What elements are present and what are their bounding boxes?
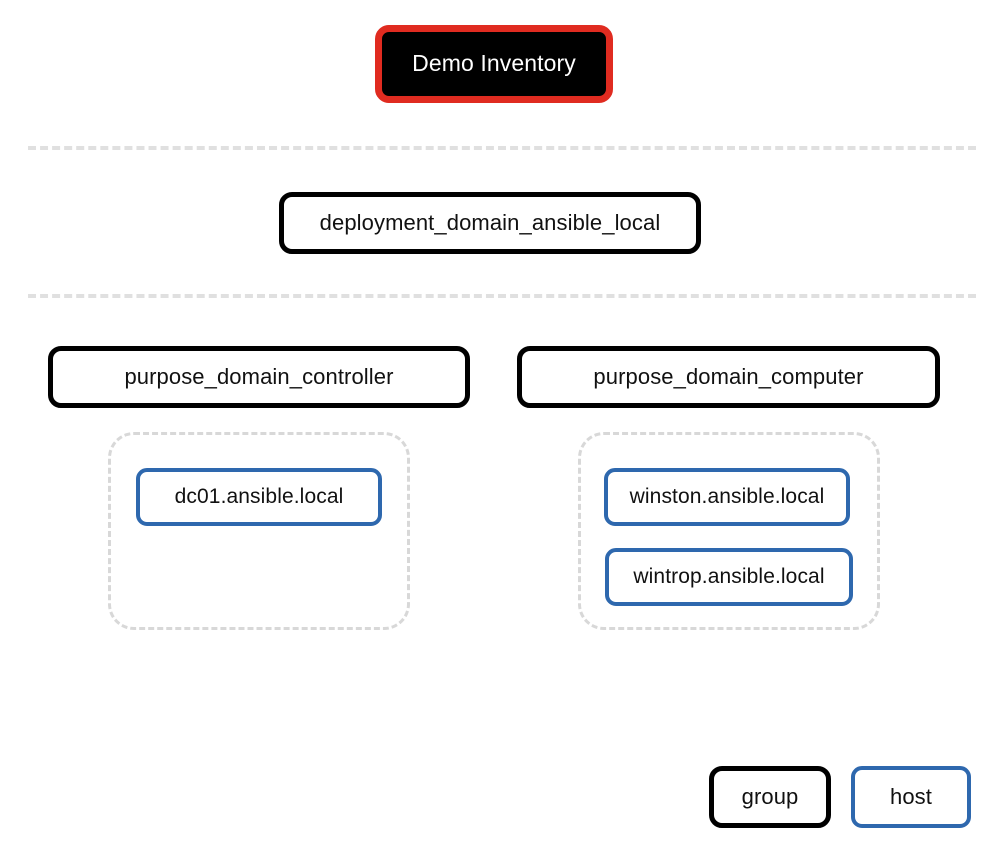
inventory-root-label: Demo Inventory <box>412 50 576 77</box>
deployment-group-node[interactable]: deployment_domain_ansible_local <box>279 192 701 254</box>
purpose-group-node-computer[interactable]: purpose_domain_computer <box>517 346 940 408</box>
tier-separator-top <box>28 146 976 150</box>
host-container-controller <box>108 432 410 630</box>
host-label-dc01: dc01.ansible.local <box>174 485 344 509</box>
legend-host-label: host <box>890 783 932 809</box>
tier-separator-middle <box>28 294 976 298</box>
host-label-winston: winston.ansible.local <box>629 485 825 509</box>
host-node-wintrop[interactable]: wintrop.ansible.local <box>605 548 853 606</box>
legend-host-swatch: host <box>851 766 971 828</box>
legend-group-swatch: group <box>709 766 831 828</box>
legend-group-label: group <box>741 783 799 809</box>
host-label-wintrop: wintrop.ansible.local <box>633 565 825 589</box>
inventory-root-node[interactable]: Demo Inventory <box>375 25 613 103</box>
host-node-dc01[interactable]: dc01.ansible.local <box>136 468 382 526</box>
deployment-group-label: deployment_domain_ansible_local <box>319 209 661 235</box>
purpose-group-node-controller[interactable]: purpose_domain_controller <box>48 346 470 408</box>
host-container-computer <box>578 432 880 630</box>
purpose-group-label-controller: purpose_domain_controller <box>124 363 394 389</box>
host-node-winston[interactable]: winston.ansible.local <box>604 468 850 526</box>
purpose-group-label-computer: purpose_domain_computer <box>593 363 864 389</box>
